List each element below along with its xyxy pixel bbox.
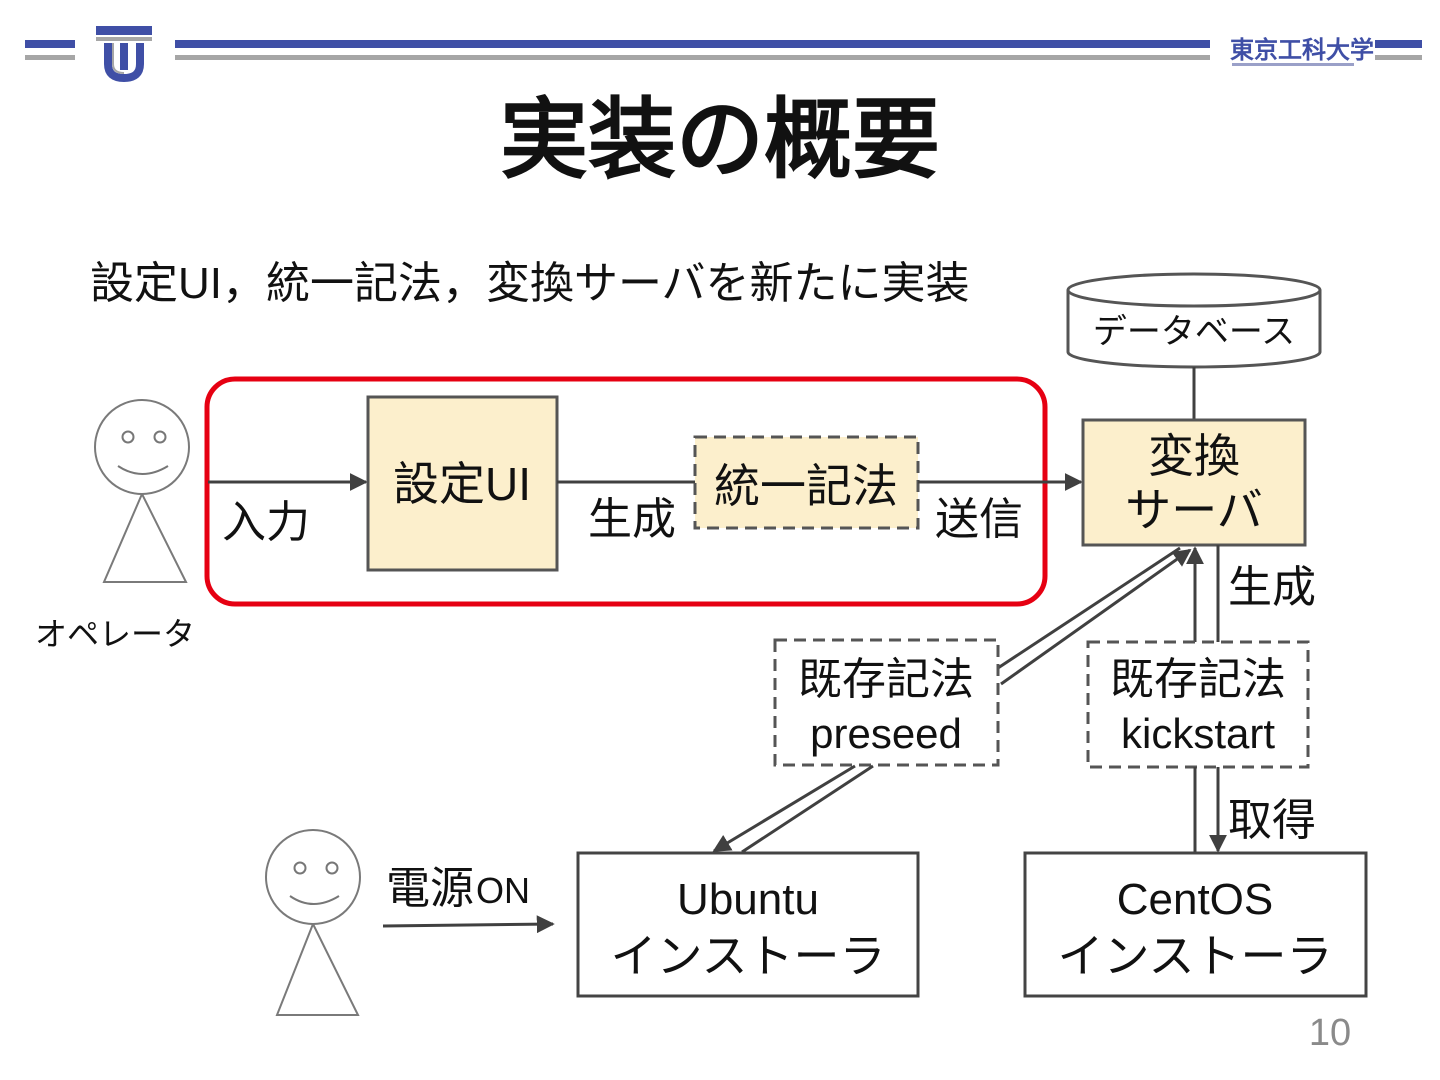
user-figure	[265, 829, 361, 1016]
unified-notation-label: 統一記法	[714, 460, 898, 512]
server-generate-label: 生成	[1228, 563, 1316, 612]
header-line-left-gray	[25, 55, 75, 60]
ubuntu-installer-label-line2: インストーラ	[610, 930, 885, 982]
preseed-label-line2: preseed	[810, 710, 962, 757]
power-on-label-main: 電源	[386, 864, 474, 913]
ubuntu-installer-box	[576, 851, 920, 998]
header: 東京工科大学	[25, 26, 1422, 83]
operator-figure	[94, 399, 190, 583]
kickstart-label-line1: 既存記法	[1110, 655, 1286, 704]
database-label: データベース	[1093, 313, 1295, 351]
centos-installer-box	[1023, 851, 1368, 998]
preseed-to-server-arrow	[1000, 548, 1192, 686]
university-subtitle-mark	[1232, 63, 1354, 66]
fetch-label: 取得	[1228, 796, 1316, 845]
new-implementation-highlight	[204, 376, 1048, 607]
settings-ui-box	[366, 395, 559, 572]
ubuntu-installer-label-line1: Ubuntu	[677, 875, 819, 924]
conversion-server-box	[1081, 418, 1307, 547]
page-number: 10	[1309, 1012, 1351, 1054]
generate-label: 生成	[588, 495, 676, 544]
preseed-box	[773, 638, 1000, 767]
header-line-left-blue	[25, 40, 75, 48]
university-logo-icon	[96, 26, 152, 83]
preseed-to-ubuntu-arrow	[712, 764, 856, 853]
power-on-arrow	[382, 915, 555, 934]
centos-installer-label-line1: CentOS	[1117, 875, 1274, 924]
input-label: 入力	[222, 498, 310, 547]
slide-subtitle: 設定UI，統一記法，変換サーバを新たに実装	[90, 259, 970, 308]
operator-label: オペレータ	[35, 616, 195, 652]
university-name: 東京工科大学	[1230, 36, 1374, 64]
kickstart-box	[1086, 640, 1310, 769]
preseed-to-server-line-a	[997, 546, 1181, 670]
header-line-main-blue	[175, 40, 1210, 48]
header-line-right-gray	[1375, 55, 1422, 60]
preseed-to-ubuntu-line-b	[741, 764, 874, 854]
header-line-right-blue	[1375, 40, 1422, 48]
send-label: 送信	[935, 495, 1023, 544]
conversion-server-label-line2: サーバ	[1125, 484, 1263, 536]
kickstart-label-line2: kickstart	[1121, 710, 1275, 757]
header-line-main-gray	[175, 55, 1210, 60]
conversion-server-label-line1: 変換	[1148, 430, 1240, 482]
power-on-label-suffix: ON	[476, 870, 530, 911]
page-title: 実装の概要	[500, 90, 940, 189]
settings-ui-label: 設定UI	[393, 458, 531, 510]
database-cylinder: データベース	[1066, 272, 1322, 369]
centos-installer-label-line2: インストーラ	[1057, 930, 1332, 982]
unified-notation-box	[693, 435, 920, 530]
preseed-label-line1: 既存記法	[798, 655, 974, 704]
